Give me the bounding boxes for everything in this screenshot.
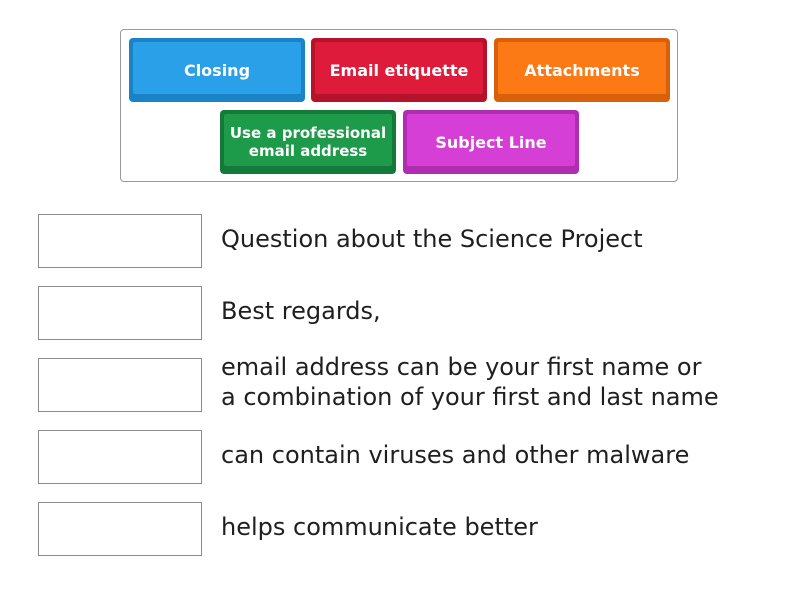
tile-face	[224, 114, 392, 166]
tile-face	[498, 42, 666, 94]
clue-text-1: Question about the Science Project	[221, 225, 643, 253]
answer-tile-bank: Closing Email etiquette Attachments Use …	[120, 29, 678, 182]
tile-professional-email-address[interactable]: Use a professional email address	[220, 110, 396, 174]
drop-slot-1[interactable]	[38, 214, 202, 268]
tile-face	[315, 42, 483, 94]
clue-text-4: can contain viruses and other malware	[221, 441, 690, 469]
clue-text-5: helps communicate better	[221, 513, 538, 541]
drop-slot-3[interactable]	[38, 358, 202, 412]
tile-label: Closing	[183, 60, 251, 80]
tile-closing[interactable]: Closing	[129, 38, 305, 102]
tile-email-etiquette[interactable]: Email etiquette	[311, 38, 487, 102]
tile-label: Attachments	[524, 60, 640, 80]
tile-attachments[interactable]: Attachments	[494, 38, 670, 102]
tile-face	[407, 114, 575, 166]
clue-text-3: email address can be your first name or …	[221, 353, 719, 411]
drop-slot-2[interactable]	[38, 286, 202, 340]
tile-subject-line[interactable]: Subject Line	[403, 110, 579, 174]
clue-text-2: Best regards,	[221, 297, 381, 325]
drop-slot-5[interactable]	[38, 502, 202, 556]
tile-label: Use a professional email address	[229, 124, 387, 160]
tile-label: Email etiquette	[329, 60, 469, 80]
tile-face	[133, 42, 301, 94]
tile-label: Subject Line	[435, 132, 547, 152]
drop-slot-4[interactable]	[38, 430, 202, 484]
